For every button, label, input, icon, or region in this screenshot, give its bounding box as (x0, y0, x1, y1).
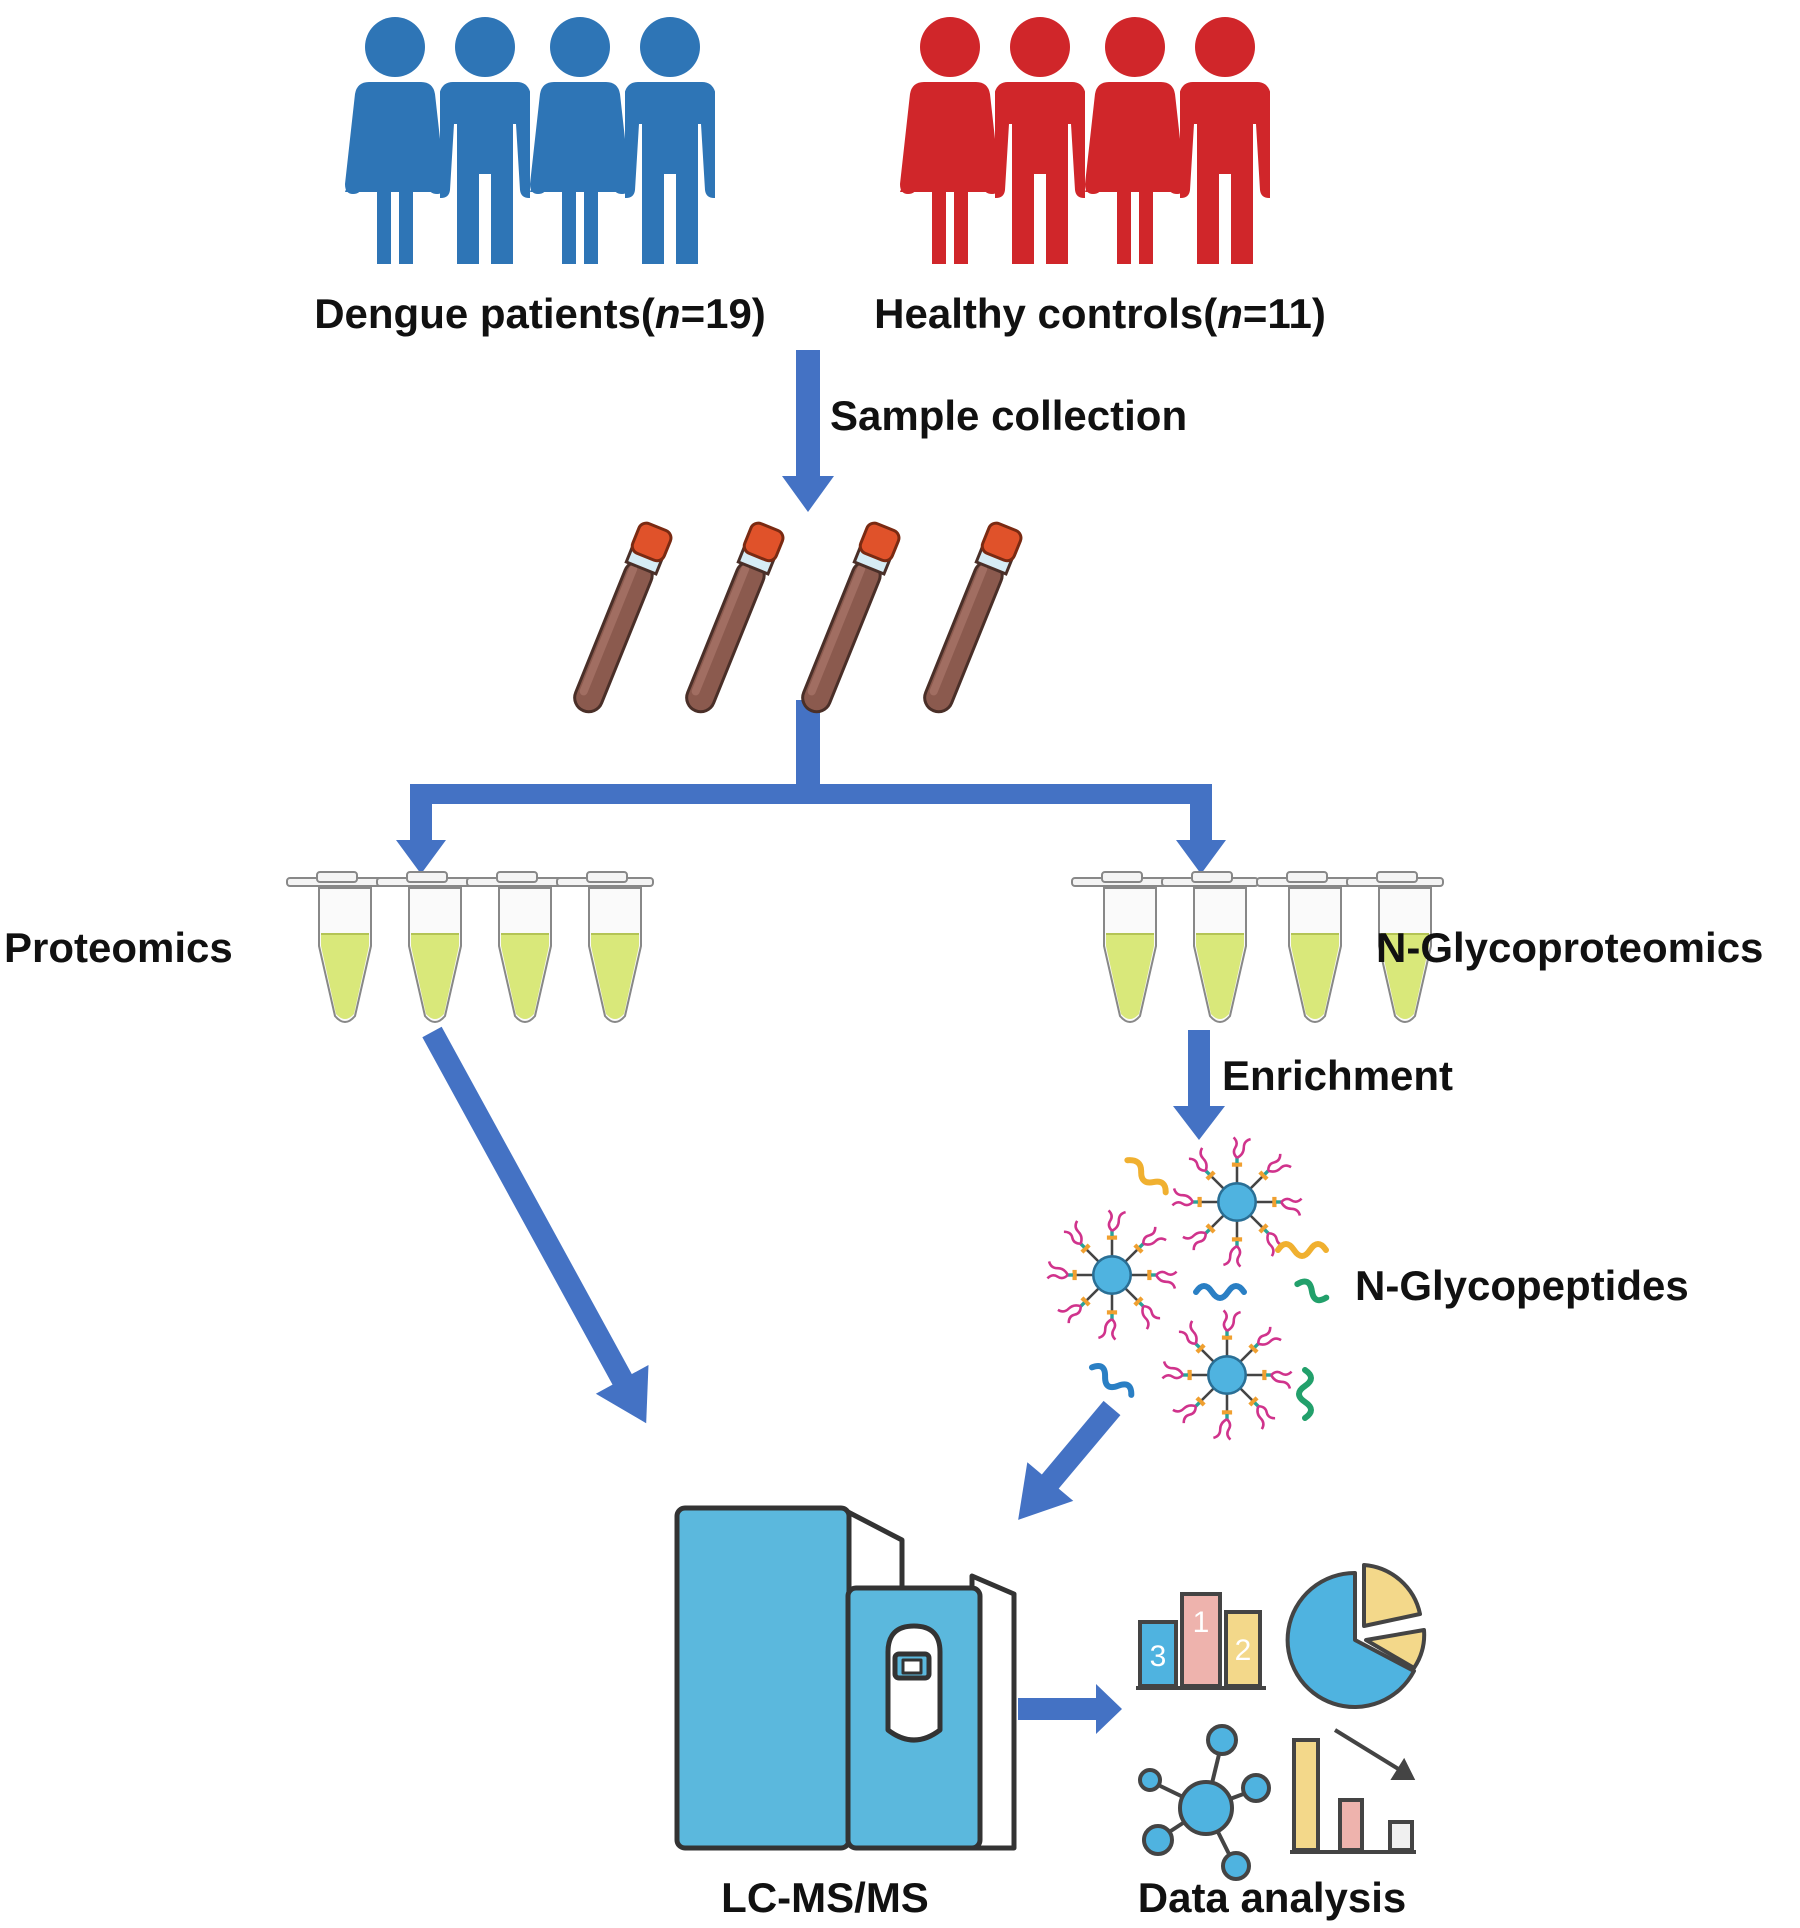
dengue-patients-label: Dengue patients(n=19) (314, 290, 766, 337)
blood-tubes (566, 519, 1025, 719)
dengue-patients-figures (345, 17, 715, 264)
sample-collection-arrow (796, 350, 820, 480)
enrichment-arrow (1188, 1030, 1210, 1110)
proteomics-label: Proteomics (4, 924, 233, 971)
flow-arrows (396, 350, 1226, 1734)
bar-ranking-icon: 3 1 2 (1136, 1592, 1266, 1690)
lcms-to-analysis-arrow (1018, 1698, 1100, 1720)
sample-collection-label: Sample collection (830, 392, 1187, 439)
network-icon (1138, 1724, 1271, 1881)
n-glycopeptides-cluster (1047, 1137, 1330, 1439)
rank-number-1: 1 (1193, 1606, 1210, 1639)
rank-number-3: 3 (1150, 1640, 1167, 1673)
enrichment-label: Enrichment (1222, 1052, 1453, 1099)
pie-chart-icon (1285, 1563, 1427, 1709)
healthy-controls-figures (900, 17, 1270, 264)
n-glycopeptides-label: N-Glycopeptides (1355, 1262, 1689, 1309)
proteomics-to-lcms-arrow (422, 1026, 649, 1424)
healthy-controls-label: Healthy controls(n=11) (874, 290, 1326, 337)
n-glycoproteomics-label: N-Glycoproteomics (1376, 924, 1763, 971)
data-analysis-label: Data analysis (1138, 1874, 1407, 1921)
lc-ms-instrument (674, 1505, 1017, 1851)
declining-bar-icon (1290, 1728, 1416, 1854)
split-arrow-stem (796, 700, 820, 790)
lc-ms-label: LC-MS/MS (721, 1874, 929, 1921)
glycopeptides-to-lcms-arrow (1018, 1400, 1121, 1520)
proteomics-tubes (286, 871, 654, 1023)
rank-number-2: 2 (1235, 1634, 1252, 1667)
